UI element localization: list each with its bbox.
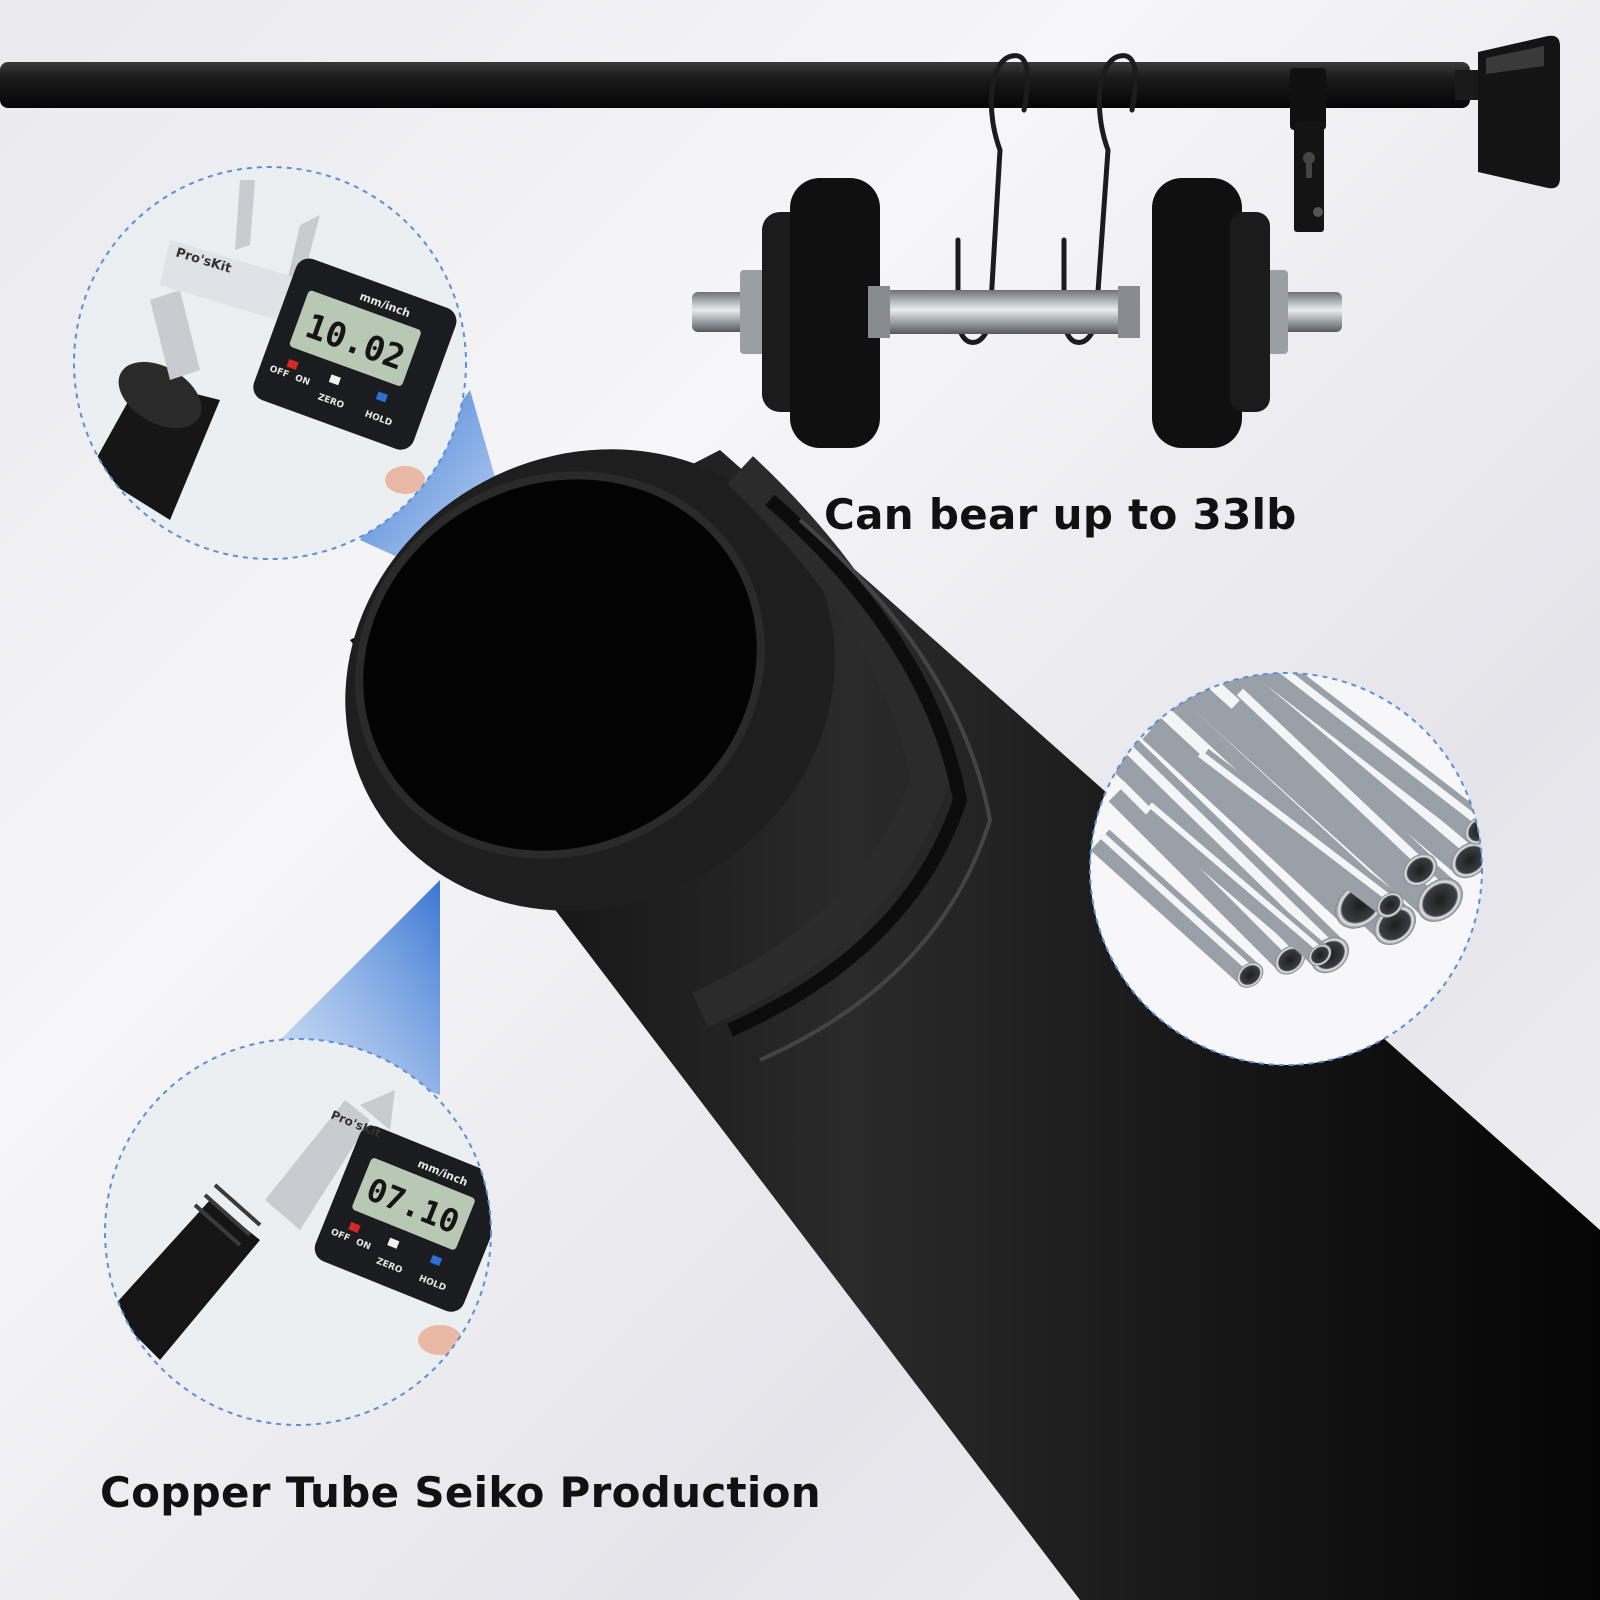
- load-capacity-caption: Can bear up to 33lb: [824, 490, 1297, 539]
- steel-tube-highlight: [1197, 750, 1393, 902]
- steel-tube-end: [1417, 878, 1463, 922]
- steel-tube-highlight: [1106, 727, 1334, 950]
- steel-tube: [1227, 686, 1433, 884]
- steel-tube-highlight: [1236, 688, 1424, 866]
- steel-tube-end: [1402, 853, 1438, 887]
- steel-tube: [1142, 800, 1328, 965]
- tube-bundle-inset: [1089, 672, 1483, 1066]
- caliper-on-label-top: ON: [293, 373, 311, 388]
- steel-tube: [1090, 829, 1260, 986]
- material-caption: Copper Tube Seiko Production: [100, 1468, 821, 1517]
- steel-tube-end: [1376, 892, 1404, 918]
- steel-tube-highlight: [1097, 831, 1253, 972]
- steel-tube-end: [1236, 962, 1264, 988]
- steel-tube: [1250, 673, 1482, 843]
- caliper-inset-top: 10.02 mm/inch OFF ON ZERO HOLD Pro'sKit: [73, 166, 467, 560]
- caliper-inset-bottom: 07.10 mm/inch OFF ON ZERO HOLD Pro'sKit: [104, 1038, 492, 1426]
- steel-tube-highlight: [1148, 802, 1322, 952]
- rod-bracket: [1290, 68, 1326, 232]
- steel-tube-end: [1274, 945, 1306, 975]
- dumbbell: [692, 178, 1342, 448]
- steel-tube: [1191, 748, 1399, 917]
- black-tube-closeup: [345, 449, 1600, 1600]
- steel-tube-end: [1308, 944, 1332, 966]
- tube-opening: [359, 475, 761, 855]
- steel-tube-end: [1450, 841, 1482, 879]
- steel-tube-highlight: [1257, 673, 1482, 826]
